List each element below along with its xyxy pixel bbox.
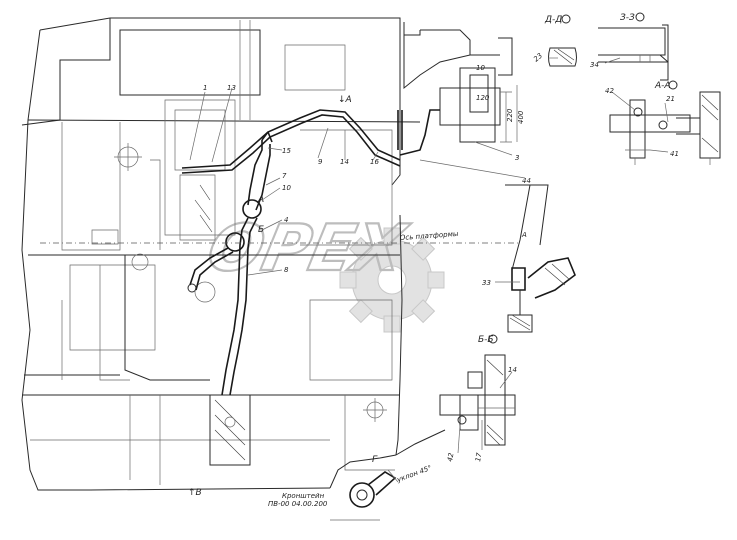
dim-4: 400 <box>517 110 525 124</box>
view-aa: А-А <box>609 80 721 165</box>
watermark-text: OPEX <box>201 212 414 286</box>
callout-10: 10 <box>282 184 291 192</box>
callout-numbers: 1 13 15 7 10 4 8 9 14 16 3 44 33 23 34 4… <box>203 52 679 463</box>
view-zz-title: З-З <box>620 13 635 23</box>
callout-41: 41 <box>670 150 679 158</box>
callout-8: 8 <box>284 266 289 274</box>
callout-13: 13 <box>227 84 236 92</box>
callout-17: 17 <box>474 452 484 463</box>
section-line: А <box>505 184 549 271</box>
callout-42: 42 <box>605 87 614 95</box>
callout-9: 9 <box>318 158 323 166</box>
callout-14: 14 <box>340 158 349 166</box>
callout-15: 15 <box>282 147 291 155</box>
callout-16: 16 <box>370 158 379 166</box>
section-a-letter: А <box>521 231 527 239</box>
lower-frame <box>209 394 251 466</box>
bracket-code: ПВ-00 04.00.200 <box>268 500 328 508</box>
view-zz: З-З <box>598 12 669 81</box>
callout-44: 44 <box>522 177 531 185</box>
callout-34: 34 <box>590 61 599 69</box>
view-b-arrow: ↑В <box>188 488 202 498</box>
angle-note: уклон 45° <box>395 464 433 484</box>
hydraulic-pipeline <box>181 109 403 396</box>
callout-1: 1 <box>203 84 207 92</box>
view-a-arrow: ↓А <box>338 95 352 105</box>
callout-33: 33 <box>482 279 491 287</box>
dim-2: 120 <box>476 94 490 102</box>
callout-3: 3 <box>515 154 519 162</box>
top-right-bracket <box>403 22 513 90</box>
dim-3: 220 <box>506 108 514 122</box>
callout-23: 23 <box>532 52 544 64</box>
axis-label: Ось платформы <box>400 230 460 242</box>
view-bb: Б-Б <box>439 334 516 446</box>
callout-21: 21 <box>666 95 675 103</box>
callout-7: 7 <box>282 172 287 180</box>
callout-42b: 42 <box>446 452 456 463</box>
fitting-33 <box>507 257 576 333</box>
view-dd: Д-Д <box>544 14 577 67</box>
view-g-bracket <box>330 469 399 521</box>
bracket-label: Кронштейн <box>282 492 325 500</box>
view-aa-title: А-А <box>654 81 671 91</box>
callout-14b: 14 <box>508 366 517 374</box>
callout-4: 4 <box>284 216 288 224</box>
tank-assembly: 10 120 220 400 <box>399 64 525 156</box>
view-dd-title: Д-Д <box>544 15 562 25</box>
letter-a: А <box>257 195 264 205</box>
view-bb-title: Б-Б <box>478 335 494 345</box>
dim-1: 10 <box>476 64 485 72</box>
callout-leaders <box>189 57 669 454</box>
letter-g: Г <box>372 455 378 465</box>
watermark: OPEX <box>200 211 445 333</box>
letter-b: Б <box>258 225 264 235</box>
